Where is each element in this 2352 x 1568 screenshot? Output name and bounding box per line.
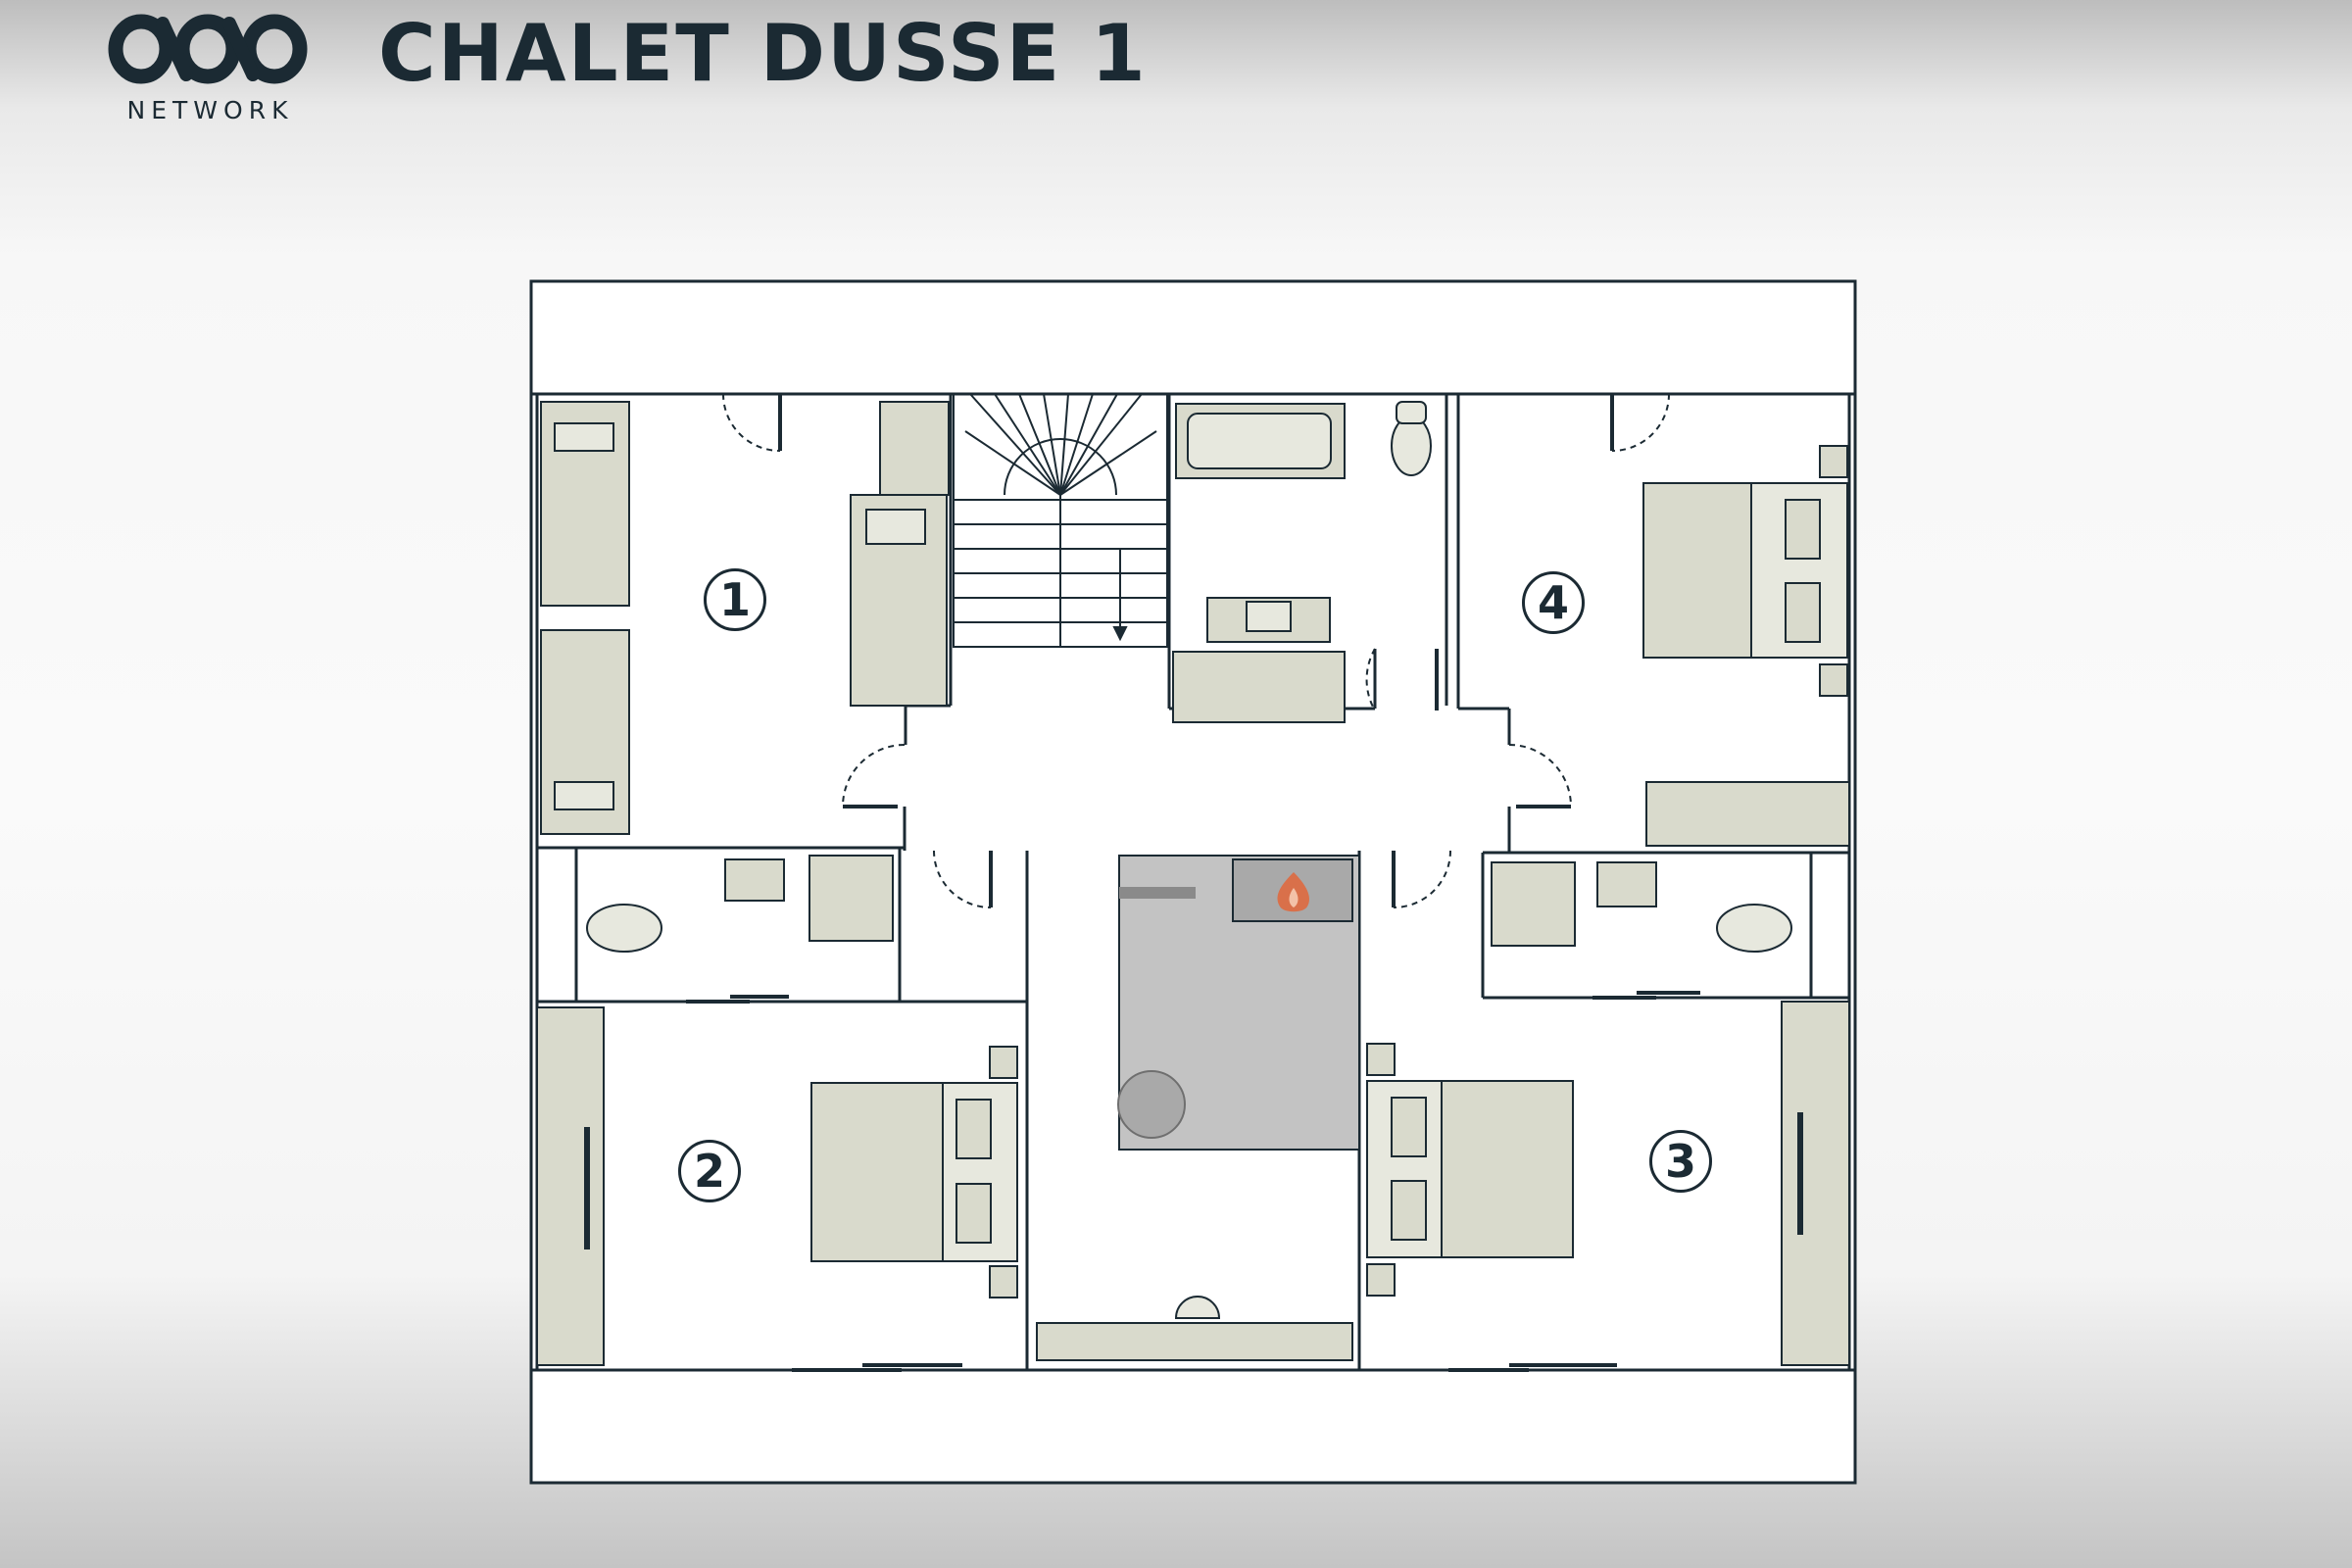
- fire-icon: [1277, 872, 1310, 912]
- doors: [722, 393, 1670, 908]
- desk: [1036, 1322, 1353, 1361]
- room-number-4: 4: [1522, 571, 1585, 634]
- tv-units: [584, 1112, 1803, 1250]
- wardrobe-3: [1781, 1001, 1850, 1366]
- logo-mark-icon: [108, 14, 308, 84]
- door-leaves: [686, 394, 1700, 1372]
- sink-2: [724, 858, 785, 902]
- staircase: [953, 393, 1168, 648]
- living-area: [1117, 855, 1360, 1151]
- cabinet-top: [1172, 651, 1346, 723]
- room-number-3: 3: [1649, 1130, 1712, 1193]
- shower-3: [1491, 861, 1576, 947]
- page-title: CHALET DUSSE 1: [378, 8, 1148, 99]
- logo-text: NETWORK: [126, 96, 294, 124]
- wardrobe-1: [879, 401, 950, 496]
- sink-3: [1596, 861, 1657, 907]
- shower-2: [808, 855, 894, 942]
- room-number-1: 1: [704, 568, 766, 631]
- room-number-2: 2: [678, 1140, 741, 1202]
- furniture: [536, 401, 1850, 1366]
- wardrobe-2: [536, 1006, 605, 1366]
- wardrobe-4: [1645, 781, 1850, 847]
- brand-logo: NETWORK: [102, 10, 318, 124]
